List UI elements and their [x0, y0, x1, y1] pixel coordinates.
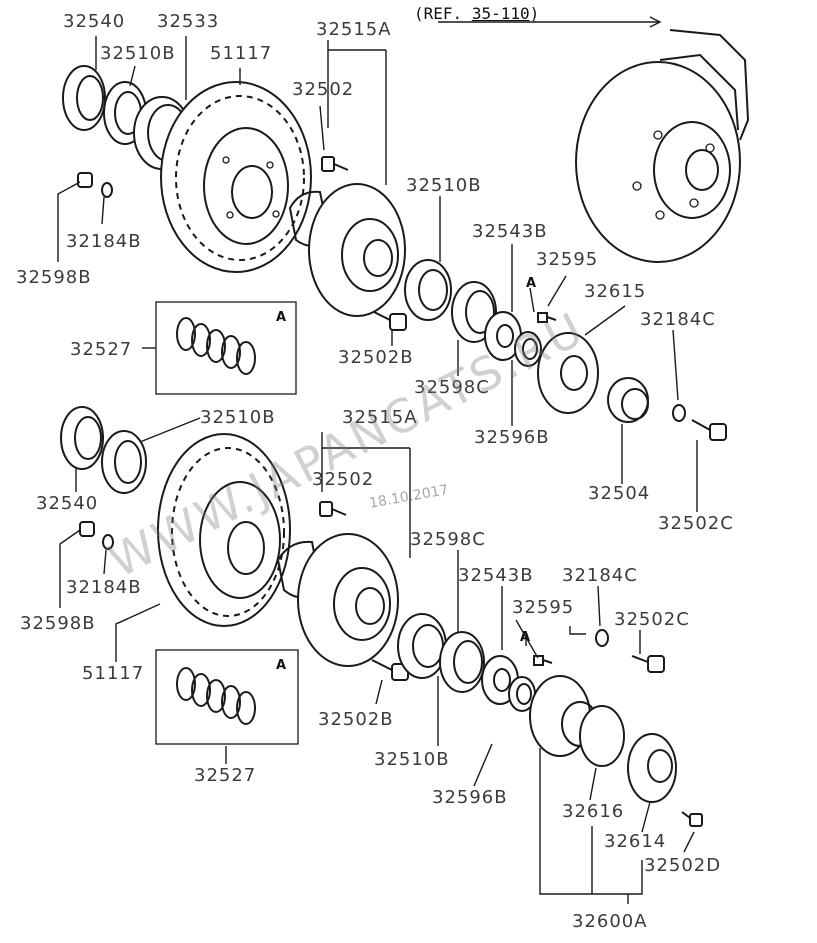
part-label: 32184B	[66, 577, 142, 598]
part-label: 32598C	[410, 529, 486, 550]
part-label: 32615	[584, 281, 647, 302]
brake-rotor-top	[160, 81, 312, 273]
bolt-32502-bottom	[319, 501, 347, 517]
part-label: 32510B	[200, 407, 276, 428]
nut-32598b-bottom	[79, 521, 114, 550]
part-label: 32527	[194, 765, 257, 786]
part-label: 32598B	[16, 267, 92, 288]
part-label: 32595	[512, 597, 575, 618]
part-label: 32184C	[640, 309, 716, 330]
part-label: 51117	[82, 663, 145, 684]
oil-seal-bottom	[60, 406, 104, 470]
part-label: 32502B	[318, 709, 394, 730]
part-label: 32540	[36, 493, 99, 514]
part-label: 32502C	[658, 513, 734, 534]
part-label: 32515A	[342, 407, 418, 428]
part-label: 32595	[536, 249, 599, 270]
box-letter-bottom: A	[276, 658, 287, 673]
part-label: 32502D	[644, 855, 722, 876]
bolt-32502c-top	[691, 419, 727, 441]
bearing-inner-bottom	[397, 613, 447, 679]
part-label: 32510B	[406, 175, 482, 196]
part-label: 32614	[604, 831, 667, 852]
bolt-32502-top	[321, 156, 349, 172]
part-label: 32502	[292, 79, 355, 100]
lock-nut-top	[514, 331, 542, 367]
washer-32184c-top	[672, 404, 686, 422]
part-label: 32533	[157, 11, 220, 32]
reference-prefix: (REF.	[414, 4, 463, 23]
kit-box-bottom	[155, 649, 299, 745]
part-label: 32596B	[432, 787, 508, 808]
part-label: 32510B	[100, 43, 176, 64]
part-label: 32540	[63, 11, 126, 32]
reference-callout: (REF. 35-110)	[414, 4, 539, 23]
screw-32595-top	[537, 312, 557, 323]
index-letter-top: A	[526, 276, 537, 291]
free-wheel-hub-32616	[529, 675, 625, 767]
part-label: 32598B	[20, 613, 96, 634]
kit-box-top	[155, 301, 297, 395]
bolt-32502c-bottom	[631, 655, 665, 673]
brake-rotor-bottom	[157, 433, 291, 627]
reference-suffix: )	[529, 4, 540, 23]
wheel-hub-top	[288, 183, 406, 317]
race-32598c-bottom	[439, 631, 485, 693]
washer-32184c-bottom	[595, 629, 609, 647]
drive-flange-32615	[537, 332, 599, 414]
reference-number: 35-110	[471, 4, 530, 23]
part-label: 32515A	[316, 19, 392, 40]
part-label: 32184C	[562, 565, 638, 586]
part-label: 32543B	[472, 221, 548, 242]
box-letter-top: A	[276, 310, 287, 325]
part-label: 32502C	[614, 609, 690, 630]
bolt-32502d	[681, 811, 703, 827]
index-letter-bottom: A	[520, 630, 531, 645]
part-label: 32504	[588, 483, 651, 504]
bearing-outer-bottom	[101, 430, 147, 494]
part-label: 32598C	[414, 377, 490, 398]
bearing-inner-top	[404, 259, 452, 321]
hub-cover-32614	[627, 733, 677, 803]
brake-caliper-reference	[575, 29, 750, 263]
part-label: 32502	[312, 469, 375, 490]
part-label: 32616	[562, 801, 625, 822]
part-label: 51117	[210, 43, 273, 64]
part-label: 32510B	[374, 749, 450, 770]
leader-lines	[57, 16, 698, 904]
part-label: 32527	[70, 339, 133, 360]
wheel-hub-bottom	[276, 533, 399, 667]
hub-cap-32504	[607, 377, 649, 423]
part-label: 32600A	[572, 911, 648, 932]
part-label: 32184B	[66, 231, 142, 252]
nut-32598b-top	[77, 172, 113, 198]
oil-seal-top	[62, 65, 106, 131]
part-label: 32596B	[474, 427, 550, 448]
bolt-32502b-top	[373, 311, 407, 331]
race-32598c-top	[451, 281, 497, 343]
part-label: 32543B	[458, 565, 534, 586]
part-label: 32502B	[338, 347, 414, 368]
screw-32595-bottom	[533, 655, 553, 666]
